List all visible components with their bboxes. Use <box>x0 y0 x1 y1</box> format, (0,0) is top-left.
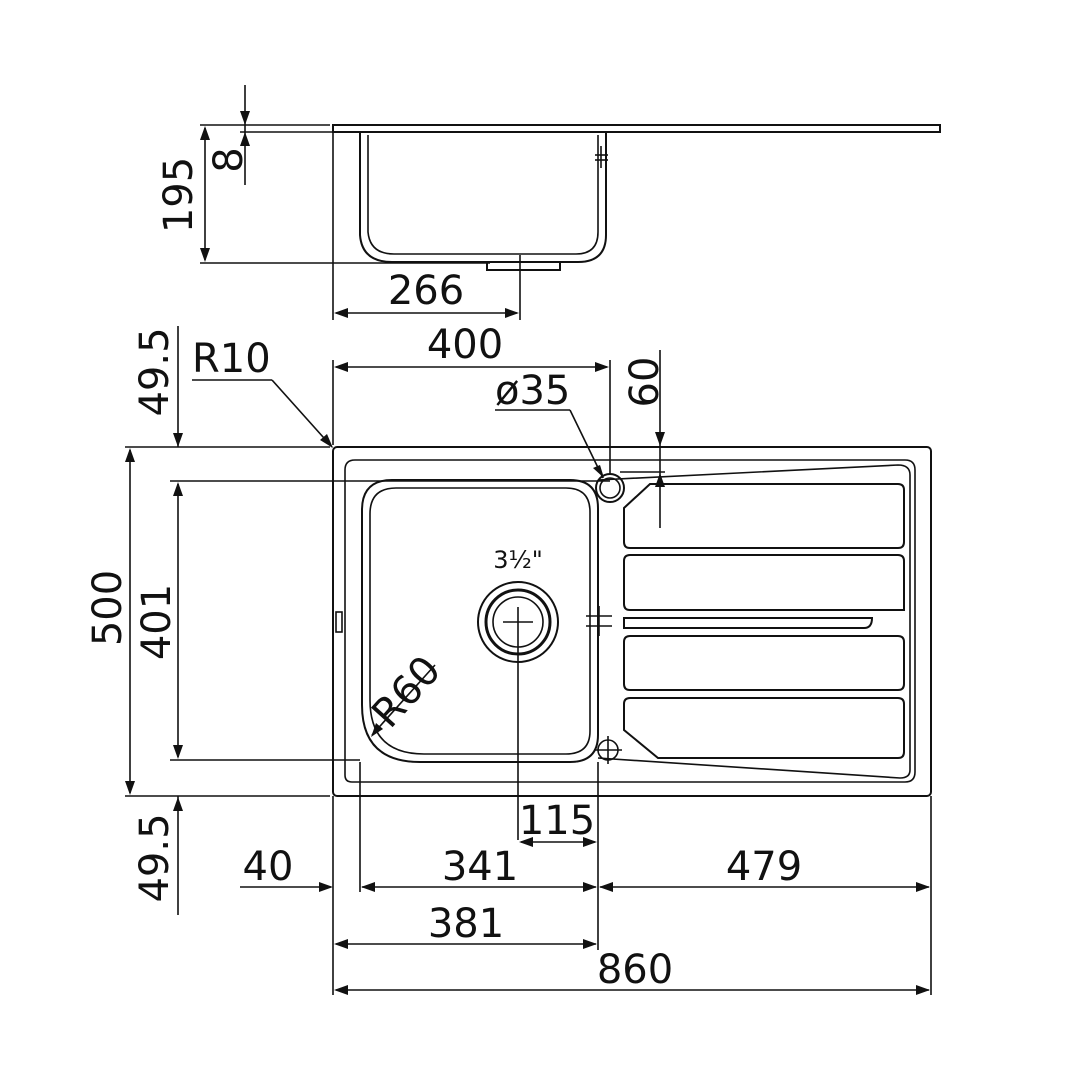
arrow-60-bottom <box>655 473 665 487</box>
arrow-500-bottom <box>125 781 135 795</box>
dim-479-label: 479 <box>726 844 802 890</box>
arrow-381-left <box>334 939 348 949</box>
arrow-479-left <box>599 882 613 892</box>
arrow-115-right <box>583 837 597 847</box>
drainer-groove-4 <box>623 635 905 691</box>
r10-label: R10 <box>192 336 271 382</box>
arrow-195-top <box>200 126 210 140</box>
arrow-860-left <box>334 985 348 995</box>
dim-195-label: 195 <box>156 157 202 233</box>
arrow-266-right <box>505 308 519 318</box>
r10-leader <box>271 379 333 448</box>
drainer-groove-5 <box>623 697 905 759</box>
arrow-381-right <box>583 939 597 949</box>
dim-49-bottom-label: 49.5 <box>132 813 178 902</box>
arrow-115-left <box>519 837 533 847</box>
arrow-341-left <box>361 882 375 892</box>
section-rim <box>332 124 941 133</box>
arrow-400-left <box>334 362 348 372</box>
sink-inner-rim <box>344 459 916 783</box>
dim-860-label: 860 <box>597 947 673 993</box>
arrow-341-right <box>583 882 597 892</box>
arrow-8-top <box>240 111 250 125</box>
arrow-60-top <box>655 432 665 446</box>
drainer-groove-2 <box>623 554 905 611</box>
r60-leader <box>371 664 436 736</box>
dim-8-label: 8 <box>206 147 252 172</box>
dim-60-label: 60 <box>622 357 668 408</box>
dim-381-label: 381 <box>428 901 504 947</box>
dim-341-label: 341 <box>442 844 518 890</box>
section-bowl-inner <box>367 135 599 255</box>
r60-arrow <box>371 723 383 737</box>
arrow-479-right <box>916 882 930 892</box>
drainer-groove-3 <box>623 617 874 629</box>
dim-49-top-label: 49.5 <box>132 327 178 416</box>
sink-outline <box>332 446 932 797</box>
plan-view: 3½" R10 R60 ø35 <box>85 322 932 995</box>
dim-401-label: 401 <box>134 584 180 660</box>
tap-hole-label: ø35 <box>495 368 570 414</box>
dim-115-label: 115 <box>519 798 595 844</box>
arrow-401-top <box>173 482 183 496</box>
tap-arrow <box>593 465 604 478</box>
dim-40-label: 40 <box>243 844 294 890</box>
arrow-401-bottom <box>173 745 183 759</box>
bowl-inner <box>369 487 591 755</box>
tap-hole-inner <box>599 477 621 499</box>
arrow-860-right <box>916 985 930 995</box>
arrow-49-top <box>173 433 183 447</box>
dim-266-label: 266 <box>388 268 464 314</box>
arrow-40 <box>319 882 333 892</box>
overflow-slot <box>335 611 343 633</box>
drainer-groove-1 <box>623 483 905 549</box>
arrow-400-right <box>595 362 609 372</box>
arrow-266-left <box>334 308 348 318</box>
dim-500-label: 500 <box>85 570 131 646</box>
arrow-8-bottom <box>240 132 250 146</box>
dim-400-label: 400 <box>427 322 503 368</box>
drain-size-label: 3½" <box>493 546 543 574</box>
drainer-outline <box>597 464 911 779</box>
arrow-49-bottom <box>173 797 183 811</box>
arrow-500-top <box>125 448 135 462</box>
r10-arrow <box>320 434 333 448</box>
arrow-195-bottom <box>200 248 210 262</box>
section-drain <box>486 262 561 271</box>
section-view: 195 8 266 <box>156 85 941 320</box>
section-bowl <box>359 132 607 263</box>
